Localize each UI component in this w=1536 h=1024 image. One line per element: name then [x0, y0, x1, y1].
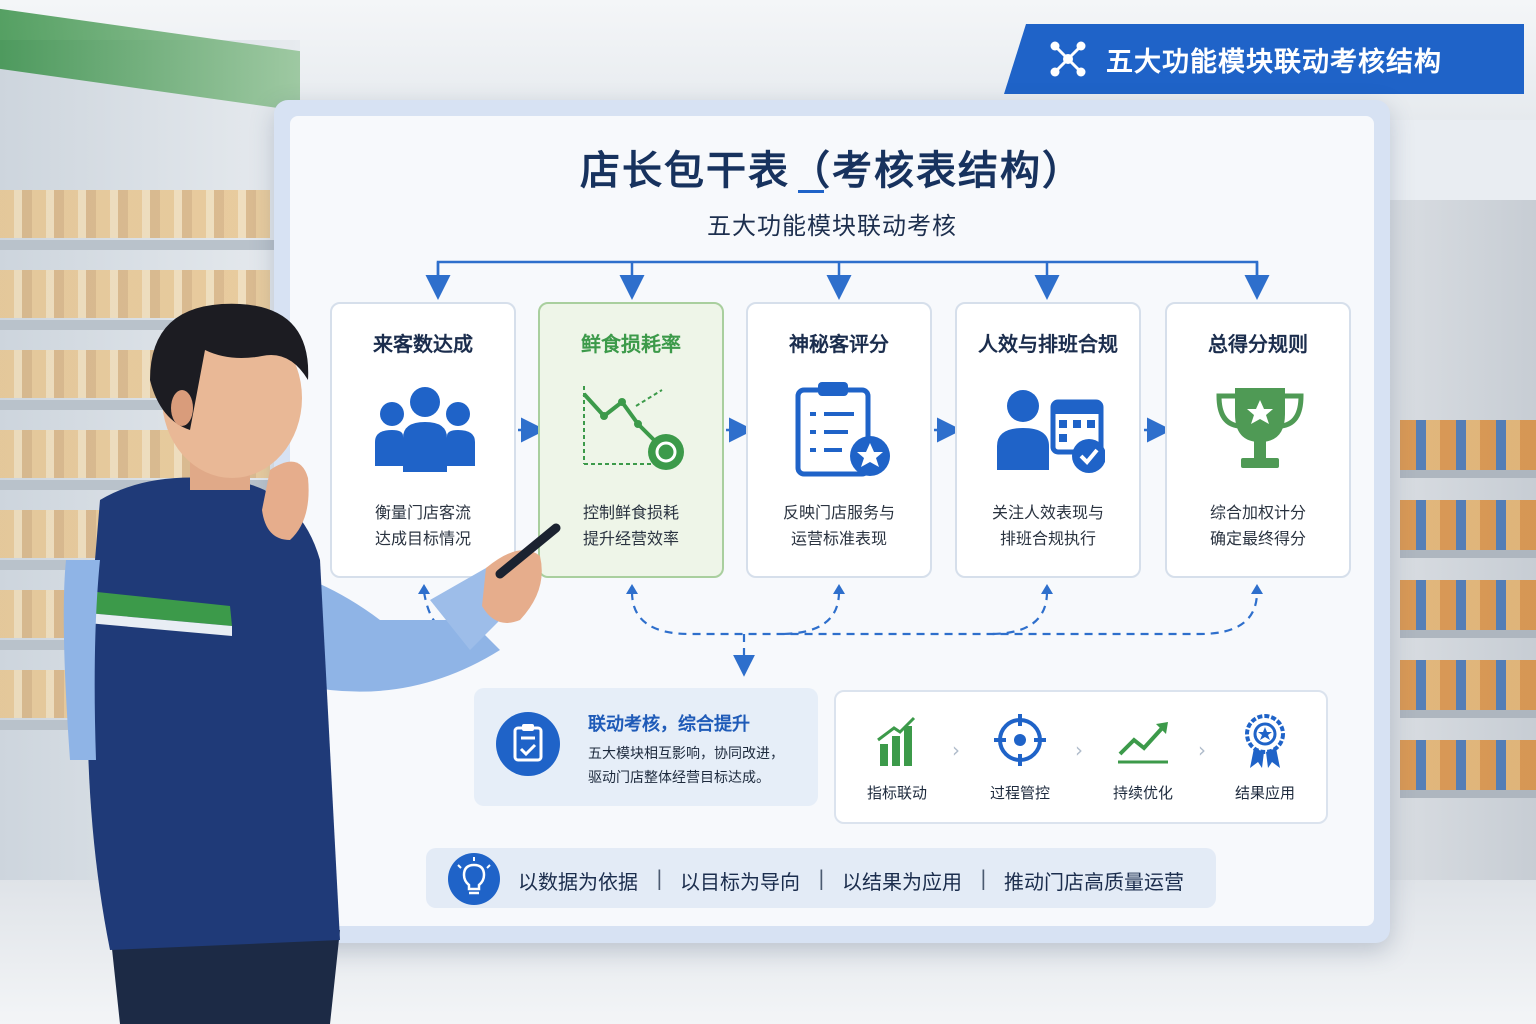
module-title: 鲜食损耗率 — [581, 332, 681, 356]
board-subtitle: 五大功能模块联动考核 — [707, 212, 957, 240]
module-title: 人效与排班合规 — [978, 332, 1118, 356]
award-badge-icon — [1245, 714, 1285, 768]
step-label: 过程管控 — [989, 784, 1050, 802]
title-underline — [798, 190, 824, 193]
shelf-goods — [0, 190, 270, 238]
pen — [495, 523, 561, 579]
bar-growth-icon — [877, 716, 916, 766]
vest-green-stripe — [76, 590, 232, 626]
module-desc-line: 排班合规执行 — [999, 529, 1096, 548]
chevron-right-icon: › — [1075, 738, 1083, 762]
module-card-total-score[interactable]: 总得分规则 综合加权计分 确定最终得分 — [1165, 302, 1351, 578]
board-title: 店长包干表（考核表结构） — [580, 148, 1084, 194]
network-icon — [1050, 41, 1086, 77]
module-desc: 关注人效表现与 排班合规执行 — [957, 500, 1139, 552]
motto-separator: | — [656, 866, 663, 890]
chevron-right-icon: › — [952, 738, 960, 762]
hand-pen — [482, 550, 542, 623]
chevron-right-icon: › — [1198, 738, 1206, 762]
motto-item: 以目标为导向 — [680, 870, 800, 894]
shelf — [0, 240, 280, 250]
module-title: 神秘客评分 — [789, 332, 889, 356]
motto-item: 推动门店高质量运营 — [1004, 870, 1184, 894]
motto-item: 以结果为应用 — [842, 870, 962, 894]
hand-chin — [262, 461, 309, 540]
summary-desc-line: 驱动门店整体经营目标达成。 — [588, 770, 770, 786]
module-desc-line: 运营标准表现 — [790, 529, 887, 548]
module-desc-line: 反映门店服务与 — [782, 503, 895, 522]
shelf — [1400, 470, 1536, 478]
step-label: 结果应用 — [1234, 784, 1295, 802]
summary-title: 联动考核，综合提升 — [588, 714, 750, 735]
summary-desc-line: 五大模块相互影响，协同改进， — [588, 746, 784, 762]
step-label: 指标联动 — [866, 784, 927, 802]
module-desc-line: 确定最终得分 — [1209, 529, 1306, 548]
module-desc-line: 衡量门店客流 — [374, 503, 471, 522]
module-card-fresh-food-loss[interactable]: 鲜食损耗率 控制鲜食损耗 提升经营效率 — [538, 302, 724, 578]
vest-white-stripe — [76, 612, 232, 636]
module-desc: 反映门店服务与 运营标准表现 — [748, 500, 930, 552]
header-tag-text: 五大功能模块联动考核结构 — [1106, 46, 1442, 78]
module-desc-line: 综合加权计分 — [1209, 503, 1306, 522]
motto-separator: | — [818, 866, 825, 890]
summary-icon-wrap — [496, 712, 560, 776]
module-card-mystery-shopper[interactable]: 神秘客评分 反映门店服务与 运营标准表现 — [746, 302, 932, 578]
shelf — [0, 400, 280, 410]
motto-separator: | — [980, 866, 987, 890]
module-desc-line: 控制鲜食损耗 — [582, 503, 679, 522]
step-continuous-optimization: 持续优化 — [1088, 712, 1198, 812]
step-result-application: 结果应用 — [1210, 712, 1320, 812]
motto-item: 以数据为依据 — [518, 870, 638, 894]
module-desc-line: 关注人效表现与 — [991, 503, 1104, 522]
shelf — [1400, 630, 1536, 638]
summary-desc: 五大模块相互影响，协同改进， 驱动门店整体经营目标达成。 — [588, 742, 812, 790]
module-desc: 综合加权计分 确定最终得分 — [1167, 500, 1349, 552]
module-desc-line: 达成目标情况 — [374, 529, 471, 548]
motto-icon-wrap — [448, 853, 500, 905]
trophy-icon — [1216, 388, 1304, 468]
module-desc: 控制鲜食损耗 提升经营效率 — [540, 500, 722, 552]
header-tag: 五大功能模块联动考核结构 — [1004, 24, 1524, 94]
module-card-staff-efficiency[interactable]: 人效与排班合规 关注人效表现与 排班合规执行 — [955, 302, 1141, 578]
step-indicator-linkage: 指标联动 — [842, 712, 952, 812]
shelf-goods — [1400, 420, 1536, 470]
shelf — [1400, 550, 1536, 558]
lightbulb-icon — [457, 857, 491, 895]
step-process-control: 过程管控 — [965, 712, 1075, 812]
shelf-goods — [1400, 580, 1536, 630]
steps-panel — [834, 690, 1328, 824]
shelf — [1400, 710, 1536, 718]
shelf-goods — [1400, 740, 1536, 790]
vest — [87, 477, 340, 950]
shelf — [0, 320, 280, 330]
clipboard-star-icon — [795, 382, 890, 477]
downtrend-chart-icon — [582, 386, 684, 470]
trousers — [110, 930, 340, 1024]
people-group-icon — [375, 387, 475, 472]
module-desc: 衡量门店客流 达成目标情况 — [332, 500, 514, 552]
step-label: 持续优化 — [1112, 784, 1173, 802]
module-title: 来客数达成 — [373, 332, 473, 356]
module-desc-line: 提升经营效率 — [582, 529, 679, 548]
shelf-goods — [1400, 660, 1536, 710]
motto-bar — [426, 848, 1216, 908]
module-card-customer-count[interactable]: 来客数达成 衡量门店客流 达成目标情况 — [330, 302, 516, 578]
shelf — [1400, 790, 1536, 798]
shelf-goods — [1400, 500, 1536, 550]
target-icon — [994, 714, 1046, 766]
module-title: 总得分规则 — [1208, 332, 1308, 356]
person-calendar-icon — [997, 390, 1105, 473]
trend-up-icon — [1118, 722, 1168, 764]
clipboard-check-icon — [513, 724, 543, 762]
